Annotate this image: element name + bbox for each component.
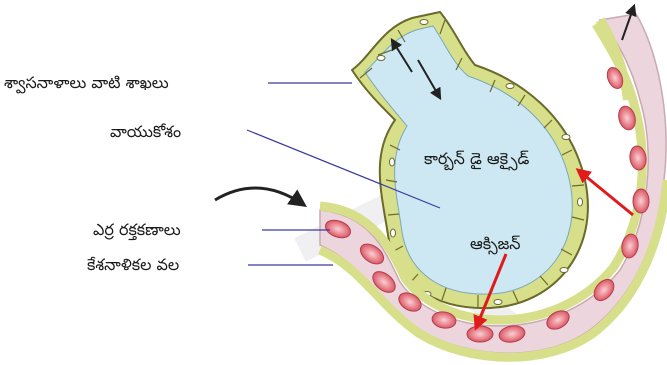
oxygen-label: ఆక్సిజన్ (470, 236, 521, 252)
alveolus-label: వాయుకోశం (110, 124, 181, 140)
red-blood-cells-label: ఎర్ర రక్తకణాలు (93, 222, 181, 238)
airway-label: శ్వాసనాళాలు వాటి శాఖలు (4, 75, 169, 91)
carbon-dioxide-label: కార్బన్ డై ఆక్సైడ్ (424, 151, 529, 167)
blood-in-arrow (215, 188, 304, 205)
capillary-network-label: కేశనాళికల వల (87, 257, 179, 273)
